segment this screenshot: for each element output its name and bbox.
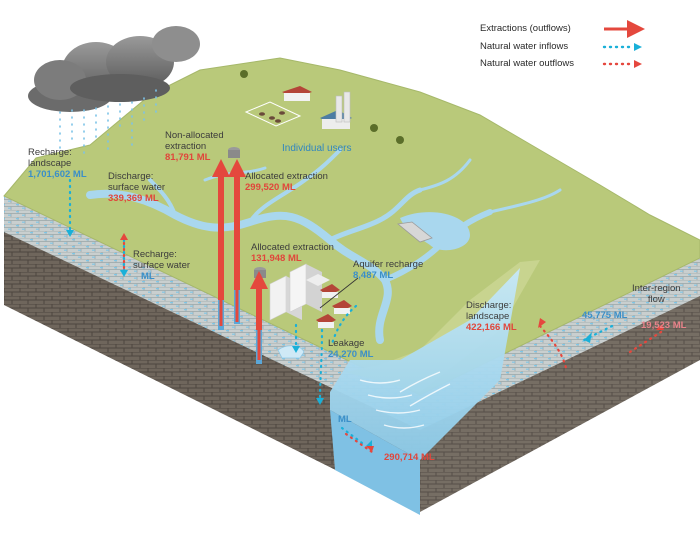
allocated-extraction-1-label: Allocated extraction 299,520 ML	[245, 171, 328, 193]
aquifer-recharge-label: Aquifer recharge 8,487 ML	[353, 259, 424, 281]
aquifer-recharge-pointer	[319, 277, 359, 309]
allocated-extraction-2-value: 131,948 ML	[251, 253, 302, 264]
cattle	[259, 111, 285, 123]
trees	[240, 70, 404, 144]
outflow-arrowheads	[120, 233, 664, 452]
discharge-landscape-label: Discharge: landscape 422,166 ML	[466, 300, 517, 333]
rain-cloud	[28, 26, 200, 112]
rain-drops	[59, 89, 157, 159]
recharge-landscape-label: Recharge: landscape 1,701,602 ML	[28, 147, 87, 180]
reservoir-lake	[400, 212, 470, 251]
left-face-dark-strata	[4, 220, 420, 512]
terrain-block	[3, 57, 700, 515]
inter-region-outflow-value: 19,523 ML	[641, 320, 687, 331]
left-face-aquifer	[4, 196, 420, 430]
ml-label: ML	[338, 414, 352, 425]
inter-region-flow-label: Inter-region flow	[632, 283, 681, 305]
legend-extractions-label: Extractions (outflows)	[480, 23, 571, 34]
cooling-towers	[335, 91, 351, 123]
valley-cut	[345, 260, 540, 392]
allocated-extraction-2-label: Allocated extraction 131,948 ML	[251, 242, 334, 264]
dam-wall	[397, 221, 433, 243]
legend-symbols	[602, 20, 645, 68]
leakage-value: 24,270 ML	[328, 349, 374, 360]
small-houses	[316, 284, 352, 328]
discharge-surface-water-value: 339,369 ML	[108, 193, 159, 204]
discharge-surface-water-label: Discharge: surface water 339,369 ML	[108, 171, 166, 204]
land-surface	[3, 57, 700, 396]
valley-waves	[359, 371, 451, 429]
non-allocated-extraction-value: 81,791 ML	[165, 152, 211, 163]
non-allocated-extraction-label: Non-allocated extraction 81,791 ML	[165, 130, 224, 163]
aquifer-recharge-value: 8,487 ML	[353, 270, 394, 281]
recharge-surface-water-value: ML	[141, 271, 155, 282]
city-buildings	[269, 263, 330, 321]
valley-water	[330, 268, 520, 460]
inter-region-inflow-value: 45,775 ML	[582, 310, 628, 321]
individual-users-label: Individual users	[282, 143, 352, 154]
right-face-dark-strata	[420, 282, 700, 512]
discharge-landscape-value: 422,166 ML	[466, 322, 517, 333]
leakage-label: Leakage 24,270 ML	[328, 338, 374, 360]
extraction-bores	[212, 159, 268, 364]
inflow-arrowheads	[66, 230, 592, 450]
leakage-pipe	[277, 345, 305, 359]
discharge-290714-label: 290,714 ML	[384, 452, 435, 463]
legend-inflows-label: Natural water inflows	[480, 41, 569, 52]
recharge-landscape-value: 1,701,602 ML	[28, 169, 87, 180]
legend-outflows-label: Natural water outflows	[480, 58, 574, 69]
allocated-extraction-1-value: 299,520 ML	[245, 182, 296, 193]
recharge-surface-water-label: Recharge: surface water ML	[133, 249, 191, 282]
paddock	[244, 101, 302, 127]
outflow-arrows	[122, 238, 666, 454]
